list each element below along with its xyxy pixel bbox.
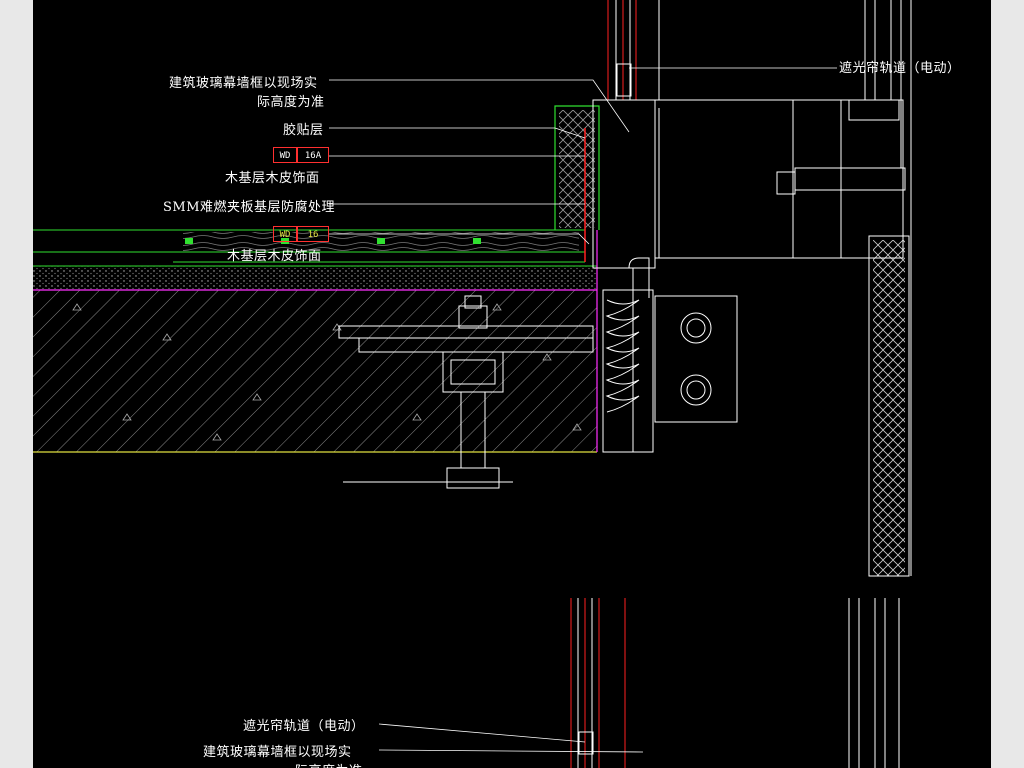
steel-bracket [338, 295, 594, 489]
material-tag-code-a: WD [273, 147, 297, 163]
window-frame-profile [592, 99, 910, 577]
label-blind-track-top: 遮光帘轨道（电动） [839, 61, 961, 76]
label-veneer-finish-2: 木基层木皮饰面 [227, 249, 322, 264]
label-smm-board: SMM难燃夹板基层防腐处理 [163, 200, 336, 215]
insulation-coil [602, 289, 654, 453]
label-veneer-finish-1: 木基层木皮饰面 [225, 171, 320, 186]
anchor-plate [654, 295, 738, 423]
label-curtain-frame-line1: 建筑玻璃幕墙框以现场实 [169, 76, 318, 91]
curtain-wall-mullion-bottom [570, 598, 900, 768]
cad-drawing-frame: 建筑玻璃幕墙框以现场实 际高度为准 胶贴层 WD 16A 木基层木皮饰面 SMM… [33, 0, 991, 768]
label-curtain-frame-bottom-line1: 建筑玻璃幕墙框以现场实 [203, 745, 352, 760]
leader-lines [329, 67, 837, 753]
wood-floor-layer [33, 229, 585, 263]
material-tag-number-b: 16 [297, 226, 329, 242]
label-adhesive-layer: 胶贴层 [283, 123, 324, 138]
section-detail-drawing [33, 0, 912, 768]
label-curtain-frame-line2: 际高度为准 [257, 95, 325, 110]
label-blind-track-bottom: 遮光帘轨道（电动） [243, 719, 365, 734]
material-tag-number-a: 16A [297, 147, 329, 163]
glazing-lines [864, 0, 912, 576]
screed-layer [33, 266, 597, 290]
label-curtain-frame-bottom-line2: 际高度为准 [295, 760, 363, 768]
side-wall-panel [873, 240, 905, 576]
concrete-slab [33, 289, 597, 453]
curtain-wall-mullion-top [607, 0, 660, 100]
material-tag-code-b: WD [273, 226, 297, 242]
